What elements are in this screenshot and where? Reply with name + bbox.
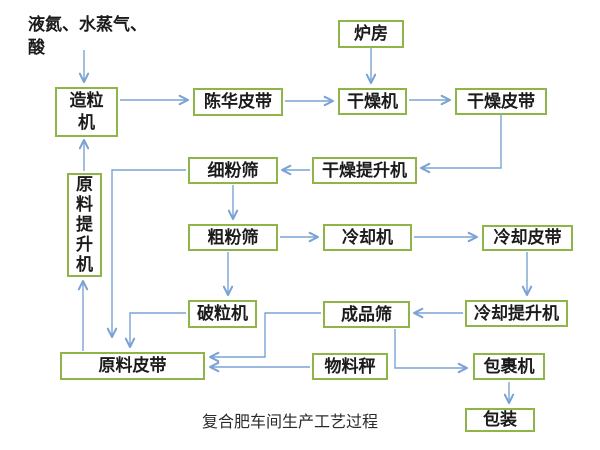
node-raw-material-belt: 原料皮带 xyxy=(60,352,205,380)
node-drying-belt: 干燥皮带 xyxy=(455,88,547,115)
node-crusher: 破粒机 xyxy=(188,300,257,328)
node-drying-elevator: 干燥提升机 xyxy=(312,157,417,184)
arrow-product-sieve-to-raw-belt xyxy=(208,312,321,363)
arrow-fine-sieve-to-raw-belt xyxy=(106,169,186,339)
inputs-note-text: 液氮、水蒸气、 酸 xyxy=(28,15,147,57)
arrow-drying-belt-to-drying-elevator xyxy=(419,115,502,174)
node-wrapper: 包裹机 xyxy=(473,353,545,380)
node-material-scale: 物料秤 xyxy=(312,353,388,380)
node-cooling-belt: 冷却皮带 xyxy=(482,225,573,251)
node-granulator: 造粒 机 xyxy=(55,87,118,137)
arrow-product-sieve-to-wrapper xyxy=(394,329,469,374)
diagram-caption: 复合肥车间生产工艺过程 xyxy=(201,414,378,431)
node-fine-sieve: 细粉筛 xyxy=(188,157,278,184)
arrow-crusher-to-raw-belt xyxy=(124,312,186,349)
node-dryer: 干燥机 xyxy=(338,88,407,115)
node-furnace: 炉房 xyxy=(338,20,404,48)
node-cooler: 冷却机 xyxy=(323,224,412,251)
node-raw-material-elevator: 原 料 提 升 机 xyxy=(67,173,102,277)
node-cooling-elevator: 冷却提升机 xyxy=(465,300,568,327)
node-coarse-sieve: 粗粉筛 xyxy=(188,224,278,251)
node-aging-belt: 陈华皮带 xyxy=(193,88,283,116)
node-product-sieve: 成品筛 xyxy=(323,301,410,328)
node-packaging: 包装 xyxy=(465,408,535,432)
